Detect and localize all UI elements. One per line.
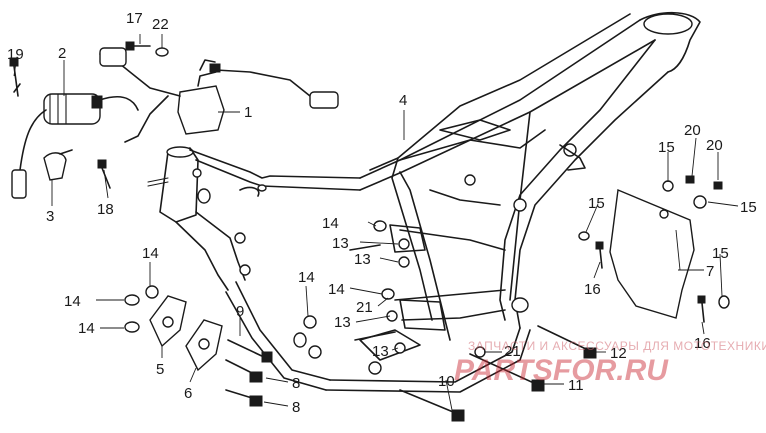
callout-11: 11 (568, 377, 584, 394)
callout-16-b: 16 (694, 335, 711, 352)
plug-cap (43, 149, 73, 181)
callout-14-f: 14 (328, 281, 345, 298)
bolt-9 (227, 339, 273, 363)
washer-22 (155, 47, 169, 57)
callout-15-b: 15 (588, 195, 605, 212)
rubber-grommets (124, 220, 410, 354)
callout-14-d: 14 (64, 293, 81, 310)
callout-15-a: 15 (658, 139, 675, 156)
side-cover-7 (578, 175, 730, 323)
bolt-17 (125, 41, 151, 51)
callout-9: 9 (236, 303, 244, 320)
leader-lines (13, 34, 739, 411)
callout-15-c: 15 (740, 199, 757, 216)
callout-17: 17 (126, 10, 143, 27)
callout-8-a: 8 (292, 375, 300, 392)
bolt-18 (97, 159, 111, 189)
main-frame (147, 11, 701, 393)
callout-13-a: 13 (332, 235, 349, 252)
bolt-11 (469, 353, 545, 392)
callout-12: 12 (610, 345, 627, 362)
callout-10: 10 (438, 373, 455, 390)
watermark: ЗАПЧАСТИ И АКСЕССУАРЫ ДЛЯ МОТОТЕХНИКИ PA… (454, 339, 766, 387)
callout-13-b: 13 (354, 251, 371, 268)
callout-16-a: 16 (584, 281, 601, 298)
watermark-tagline: ЗАПЧАСТИ И АКСЕССУАРЫ ДЛЯ МОТОТЕХНИКИ (468, 339, 766, 353)
bolt-10 (399, 389, 465, 422)
watermark-logo: PARTSFOR.RU (454, 354, 669, 387)
nuts-8 (225, 359, 263, 407)
callout-22: 22 (152, 16, 169, 33)
callout-20-a: 20 (684, 122, 701, 139)
callout-labels: 17 22 19 2 1 4 3 18 20 20 15 15 15 15 14… (7, 10, 757, 416)
callout-4: 4 (399, 92, 407, 109)
callout-20-b: 20 (706, 137, 723, 154)
callout-6: 6 (184, 385, 192, 402)
callout-21-a: 21 (356, 299, 373, 316)
callout-2: 2 (58, 45, 66, 62)
bolt-12 (537, 325, 597, 359)
callout-15-d: 15 (712, 245, 729, 262)
callout-14-e: 14 (78, 320, 95, 337)
callout-21-b: 21 (504, 343, 521, 360)
callout-5: 5 (156, 361, 164, 378)
callout-19: 19 (7, 46, 24, 63)
callout-14-c: 14 (298, 269, 315, 286)
callout-13-d: 13 (372, 343, 389, 360)
callout-1: 1 (244, 104, 252, 121)
callout-14-a: 14 (322, 215, 339, 232)
callout-8-b: 8 (292, 399, 300, 416)
bracket-6 (185, 319, 223, 372)
callout-7: 7 (706, 263, 714, 280)
callout-3: 3 (46, 208, 54, 225)
callout-14-b: 14 (142, 245, 159, 262)
regulator-unit (99, 47, 339, 143)
callout-13-c: 13 (334, 314, 351, 331)
ignition-coil (9, 57, 139, 199)
bracket-5 (149, 295, 187, 348)
callout-18: 18 (97, 201, 114, 218)
